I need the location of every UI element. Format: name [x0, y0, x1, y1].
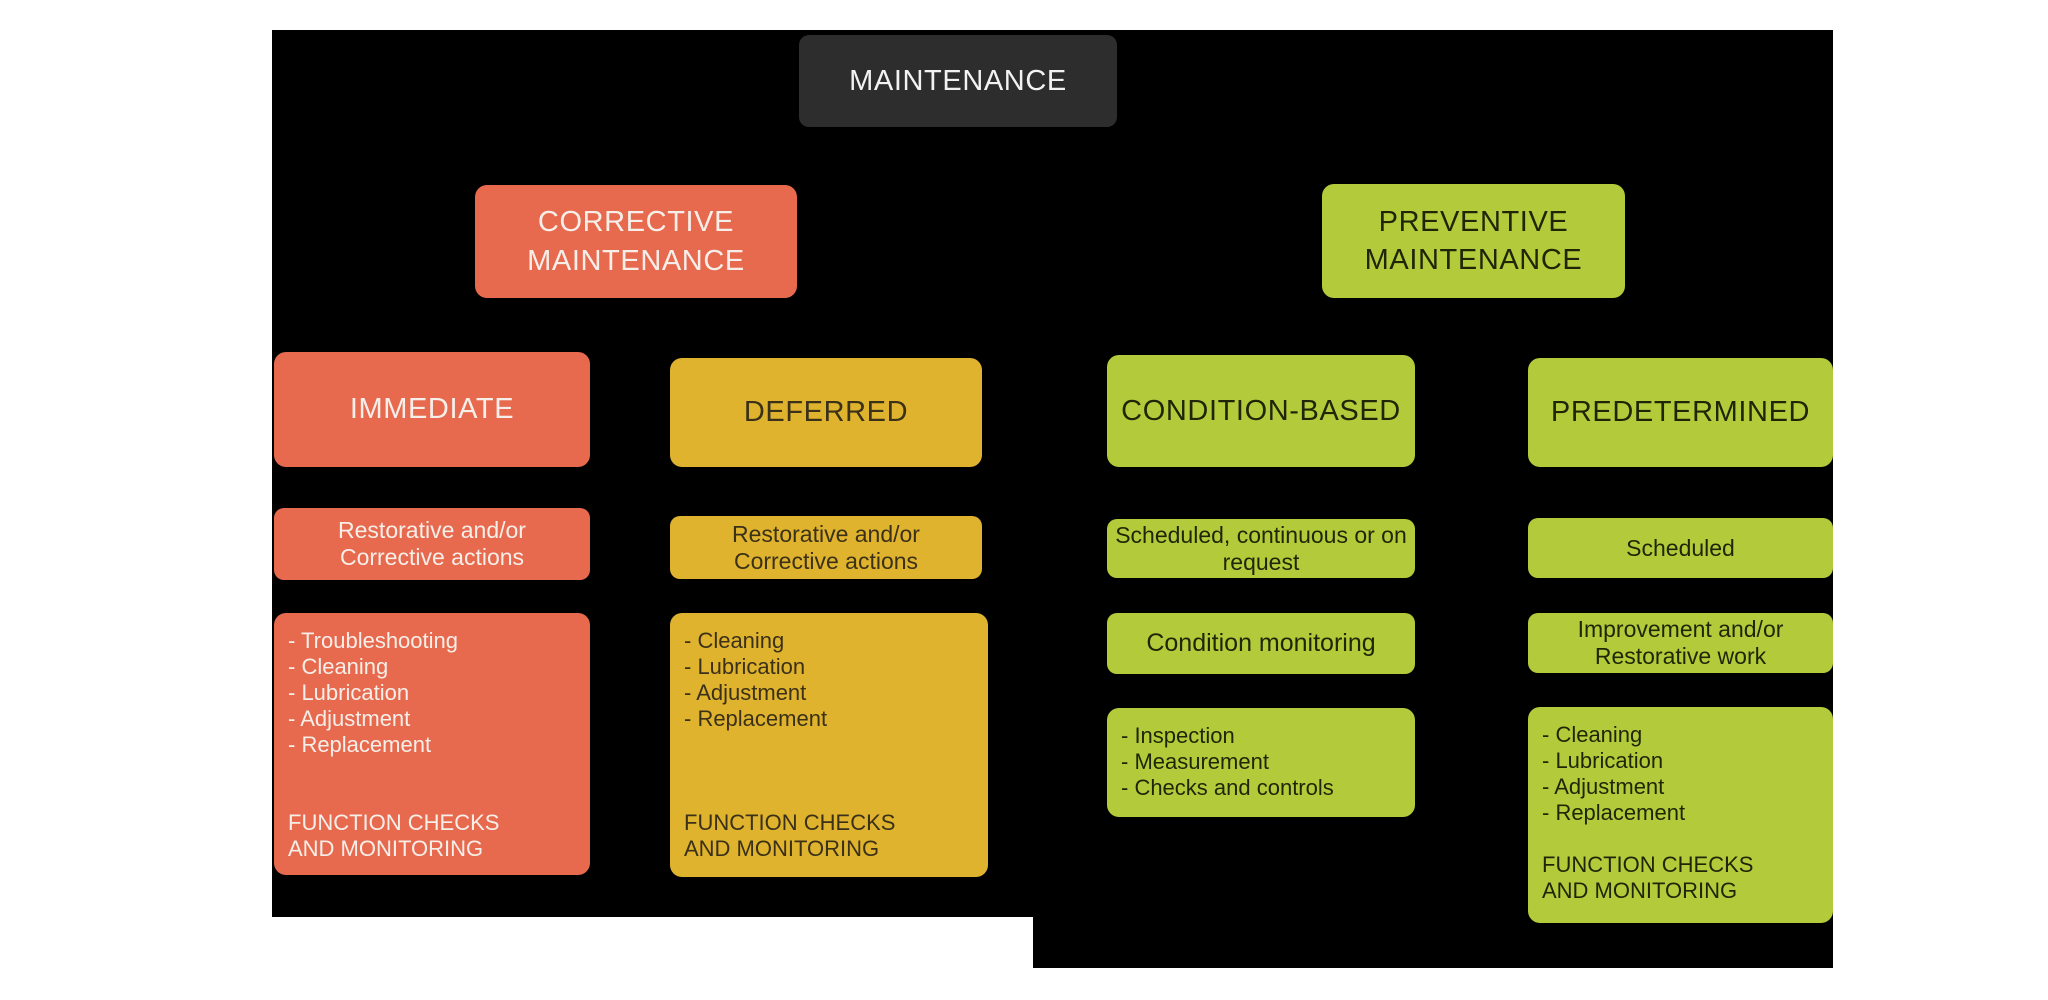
node-condition-based: CONDITION-BASED	[1107, 355, 1415, 467]
node-immediate: IMMEDIATE	[274, 352, 590, 467]
node-deferred-tasks: - Cleaning - Lubrication - Adjustment - …	[670, 613, 988, 877]
node-deferred-actions: Restorative and/or Corrective actions	[670, 516, 982, 579]
node-immediate-actions: Restorative and/or Corrective actions	[274, 508, 590, 580]
node-predetermined-tasks: - Cleaning - Lubrication - Adjustment - …	[1528, 707, 1833, 923]
node-deferred: DEFERRED	[670, 358, 982, 467]
node-predetermined: PREDETERMINED	[1528, 358, 1833, 467]
node-predetermined-improvement: Improvement and/or Restorative work	[1528, 613, 1833, 673]
node-preventive-maintenance: PREVENTIVE MAINTENANCE	[1322, 184, 1625, 298]
node-immediate-tasks: - Troubleshooting - Cleaning - Lubricati…	[274, 613, 590, 875]
node-maintenance: MAINTENANCE	[799, 35, 1117, 127]
diagram-canvas-extension	[1033, 917, 1833, 968]
node-predetermined-schedule: Scheduled	[1528, 518, 1833, 578]
node-condition-monitoring: Condition monitoring	[1107, 613, 1415, 674]
node-corrective-maintenance: CORRECTIVE MAINTENANCE	[475, 185, 797, 298]
node-condition-tasks: - Inspection - Measurement - Checks and …	[1107, 708, 1415, 817]
node-condition-schedule: Scheduled, continuous or on request	[1107, 519, 1415, 578]
